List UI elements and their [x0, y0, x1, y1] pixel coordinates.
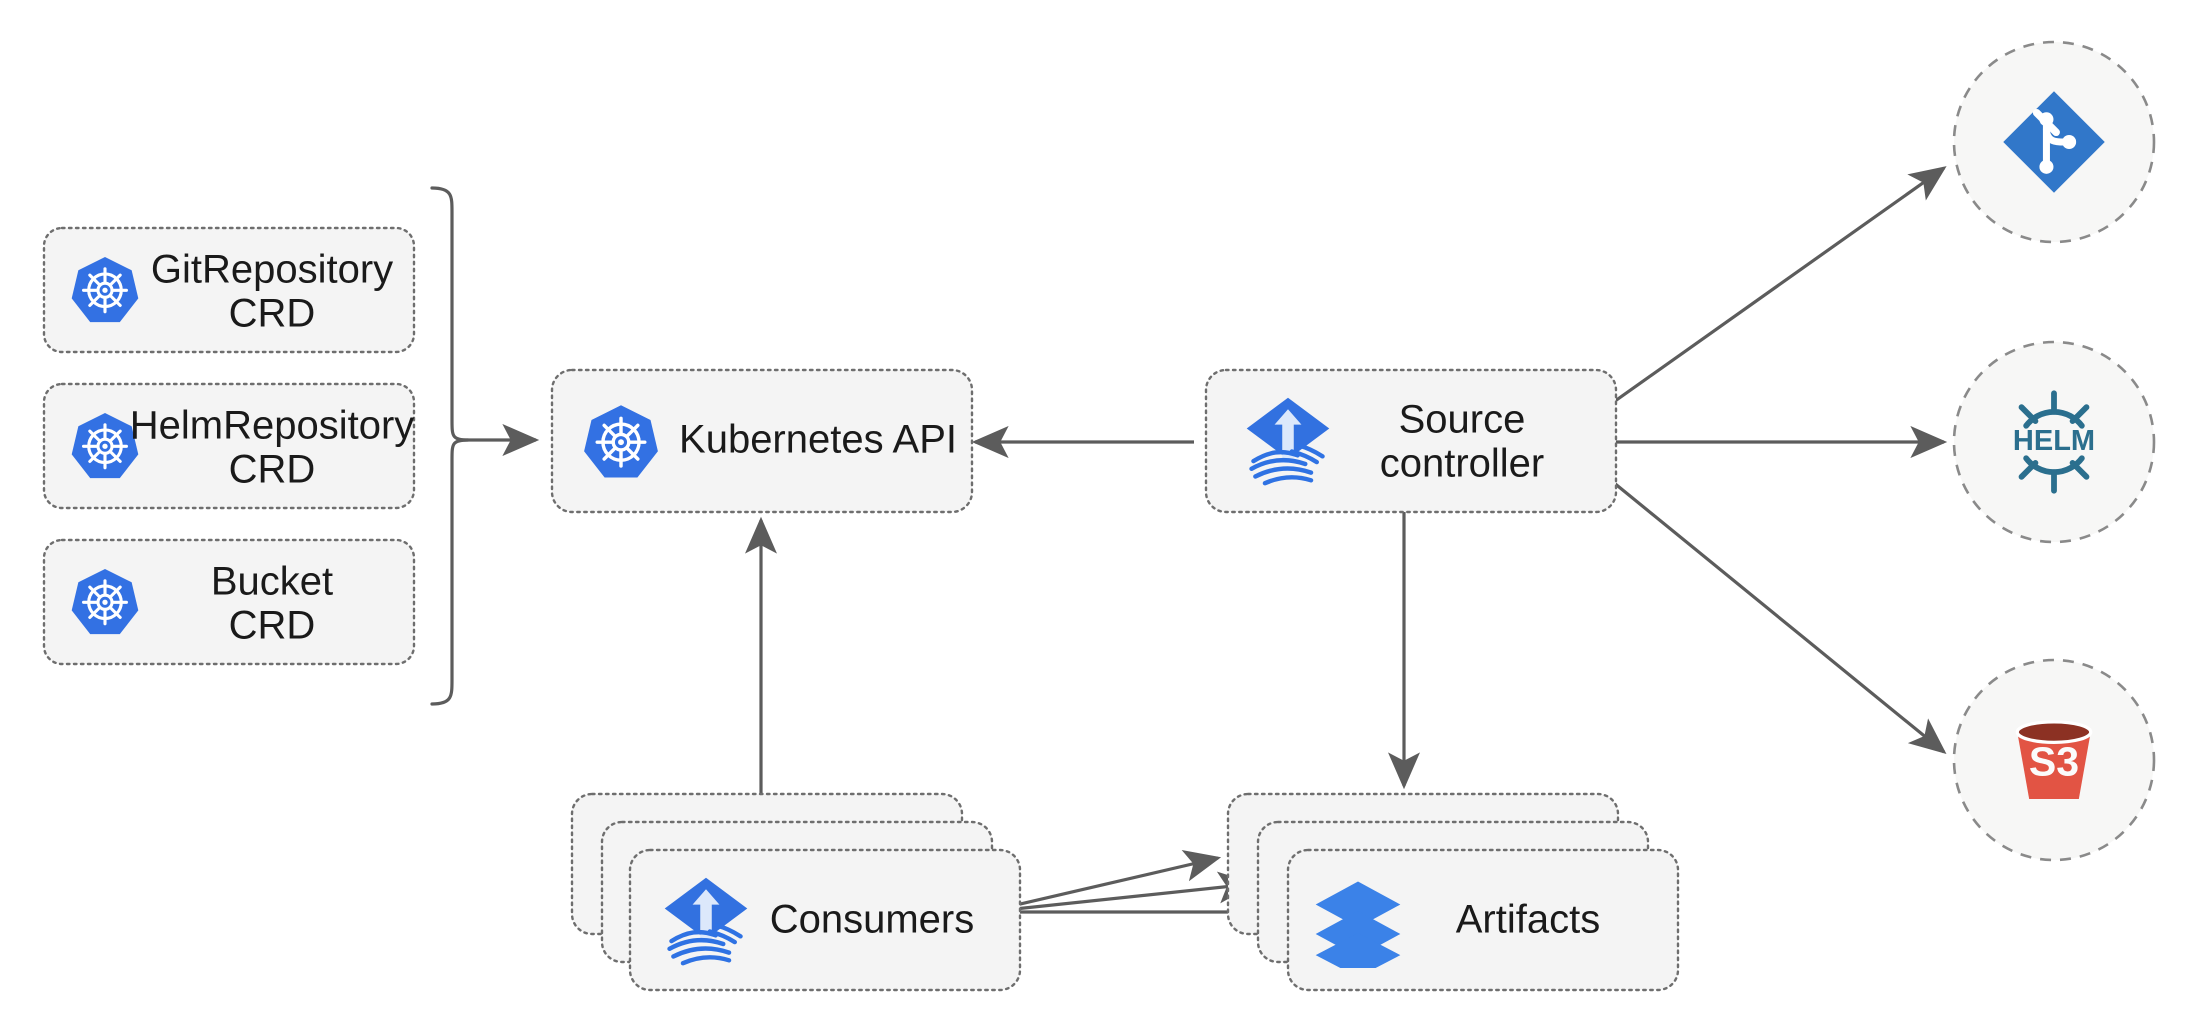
- node-label: GitRepository: [151, 248, 393, 292]
- node-label: Artifacts: [1456, 898, 1600, 942]
- edge-consumers-to-artifacts-back: [985, 850, 1222, 914]
- node-source-controller[interactable]: Source controller: [1204, 368, 1618, 514]
- node-label-secondary: controller: [1380, 442, 1545, 486]
- edge-consumers-to-artifacts-mid: [985, 871, 1256, 914]
- node-git[interactable]: [1952, 40, 2156, 244]
- node-helm-repository-crd[interactable]: HelmRepository CRD: [42, 382, 416, 510]
- edge-source-controller-to-s3: [1606, 476, 1947, 755]
- helm-icon: [2013, 393, 2095, 490]
- node-label: Source: [1399, 398, 1526, 442]
- node-label-secondary: CRD: [229, 448, 316, 492]
- node-helm[interactable]: [1952, 340, 2156, 544]
- node-label: Bucket: [211, 560, 333, 604]
- node-label-secondary: CRD: [229, 292, 316, 336]
- node-label: HelmRepository: [130, 404, 415, 448]
- node-consumers[interactable]: Consumers: [570, 792, 1022, 992]
- node-kubernetes-api[interactable]: Kubernetes API: [550, 368, 974, 514]
- node-s3[interactable]: [1952, 658, 2156, 862]
- edge-source-controller-to-git: [1607, 166, 1947, 408]
- node-git-repository-crd[interactable]: GitRepository CRD: [42, 226, 416, 354]
- node-bucket-crd[interactable]: Bucket CRD: [42, 538, 416, 666]
- s3-bucket-icon: [2015, 720, 2093, 801]
- node-artifacts[interactable]: Artifacts: [1226, 792, 1680, 992]
- node-label: Consumers: [770, 898, 975, 942]
- node-label-secondary: CRD: [229, 604, 316, 648]
- node-label: Kubernetes API: [679, 418, 957, 462]
